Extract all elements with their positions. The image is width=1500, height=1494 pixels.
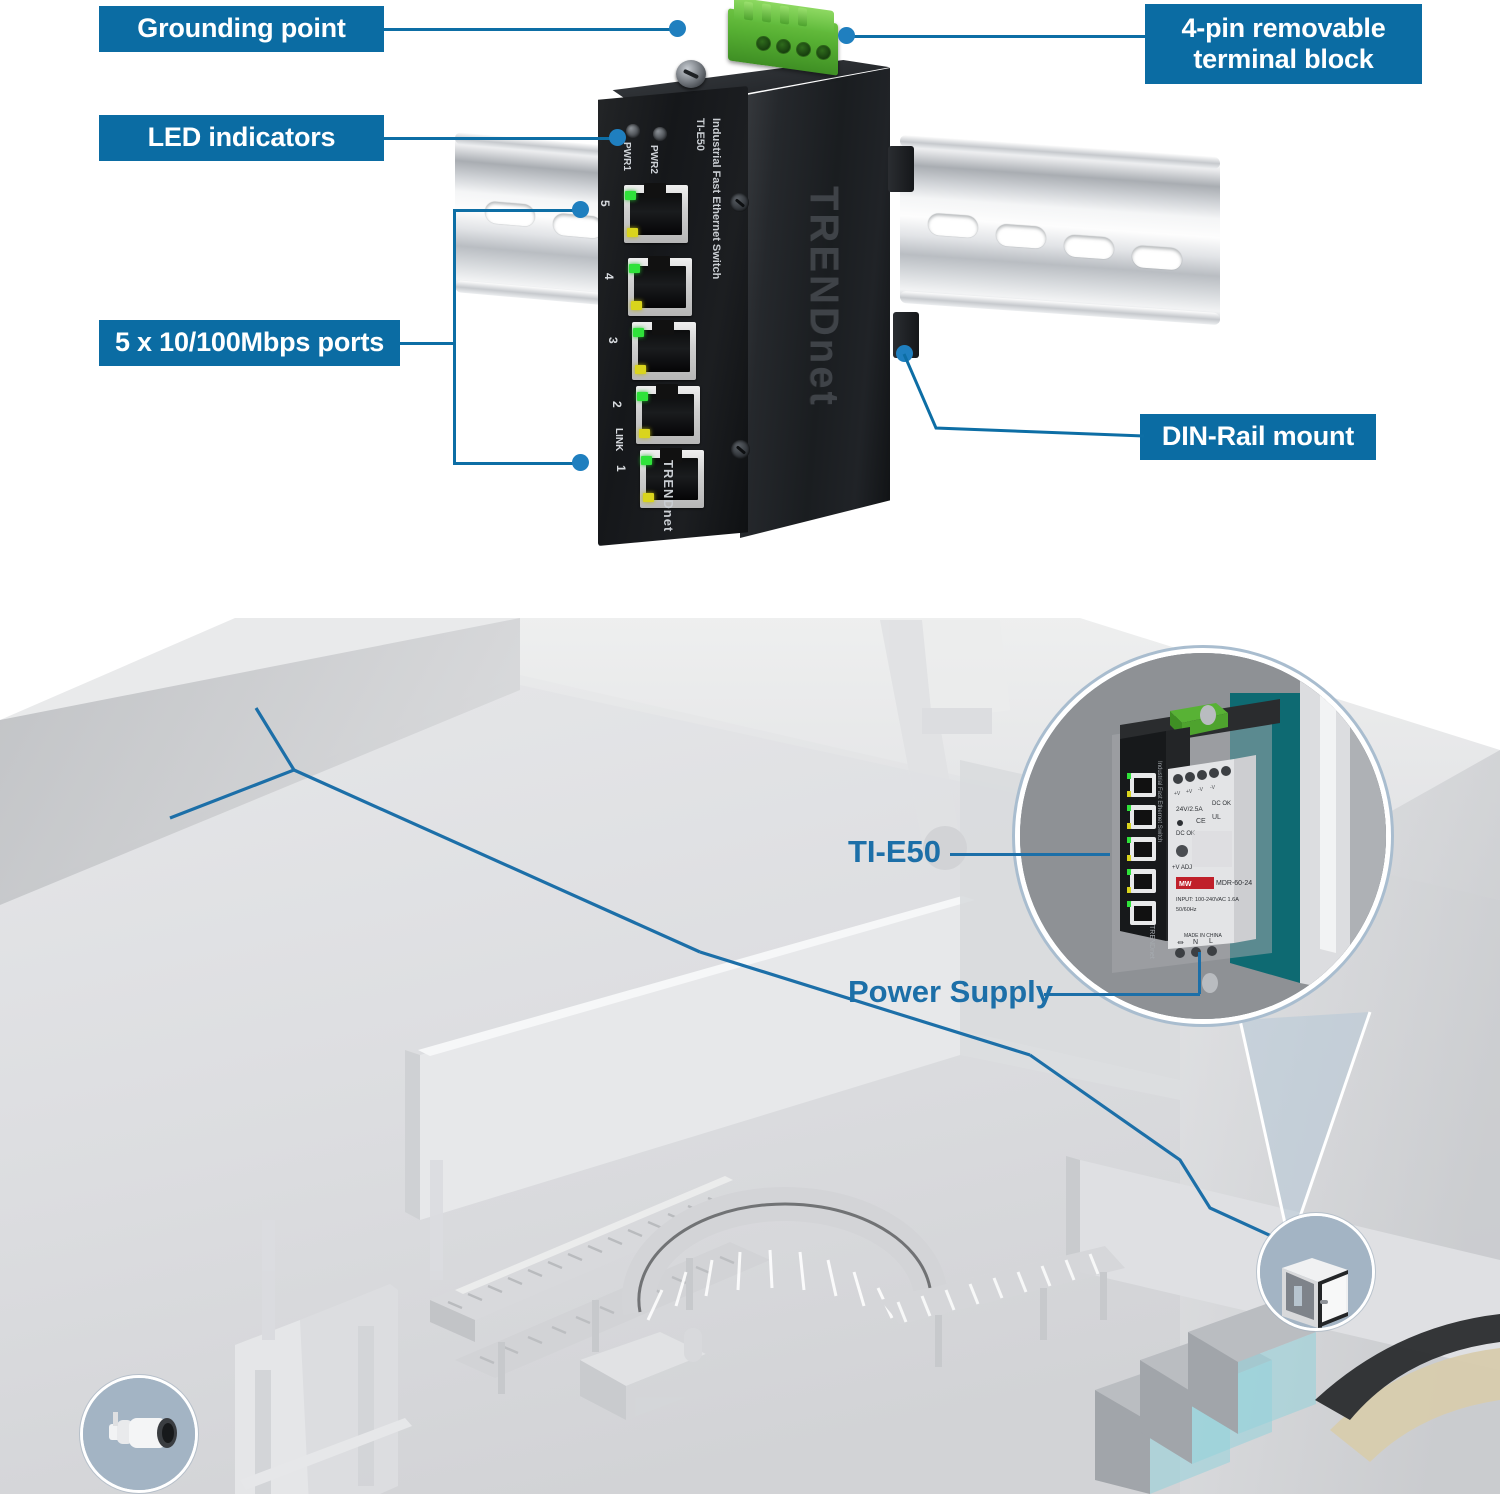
port-5-number: 5 xyxy=(598,200,612,207)
grounding-screw xyxy=(676,60,706,88)
svg-text:MADE IN CHINA: MADE IN CHINA xyxy=(1184,933,1222,939)
svg-text:+V ADJ: +V ADJ xyxy=(1172,865,1192,871)
svg-text:⏛: ⏛ xyxy=(1177,940,1184,947)
port-1-number: 1 xyxy=(614,465,628,472)
port-2-led-act xyxy=(639,429,650,438)
terminal-fin-3 xyxy=(780,5,789,25)
svg-text:+V: +V xyxy=(1174,791,1181,797)
leader-dot-ports-upper xyxy=(572,201,589,218)
leader-dot-terminal-block xyxy=(838,27,855,44)
leader-ports-upper xyxy=(453,209,579,212)
svg-text:UL: UL xyxy=(1212,814,1221,821)
port-2-number: 2 xyxy=(610,401,624,408)
callout-terminal-block-line2: terminal block xyxy=(1193,44,1374,74)
switch-side-panel xyxy=(740,68,890,538)
switch-side-label-name: Industrial Fast Ethernet Switch xyxy=(710,118,722,280)
callout-ports[interactable]: 5 x 10/100Mbps ports xyxy=(99,320,400,366)
terminal-fin-2 xyxy=(762,3,771,23)
port-4-number: 4 xyxy=(602,273,616,280)
terminal-screw-3 xyxy=(796,42,811,57)
callout-terminal-block[interactable]: 4-pin removable terminal block xyxy=(1145,4,1422,84)
svg-text:DC OK: DC OK xyxy=(1212,801,1231,807)
leader-grounding-point xyxy=(384,28,676,31)
port-4-led-link xyxy=(629,264,640,273)
svg-text:Industrial Fast Ethernet Switc: Industrial Fast Ethernet Switch xyxy=(1156,761,1162,842)
svg-text:DC OK: DC OK xyxy=(1176,831,1195,837)
leader-led-indicators xyxy=(384,137,616,140)
svg-text:CE: CE xyxy=(1196,818,1206,825)
switch-front-brand: TRENDnet xyxy=(661,460,676,533)
leader-din-rail-path xyxy=(902,353,1145,438)
leader-dot-ports-lower xyxy=(572,454,589,471)
switch-side-label-model: TI-E50 xyxy=(694,118,706,152)
callout-led-indicators[interactable]: LED indicators xyxy=(99,115,384,161)
status-led-pwr1 xyxy=(626,124,640,138)
port-link-label: LINK xyxy=(613,428,624,452)
svg-text:N: N xyxy=(1193,939,1198,946)
leader-dot-led-indicators xyxy=(609,129,626,146)
case-screw-bottom xyxy=(731,440,750,459)
port-1-led-link xyxy=(641,456,652,465)
warehouse-scene: PoE Camera PoE Injector xyxy=(0,600,1500,1494)
port-5-led-act xyxy=(627,228,638,237)
svg-text:+V: +V xyxy=(1186,789,1193,795)
leader-power-supply xyxy=(1044,993,1200,996)
leader-dot-din-rail xyxy=(896,345,913,362)
leader-terminal-block xyxy=(845,35,1145,38)
port-5-led-link xyxy=(625,191,636,200)
leader-ports-stub xyxy=(400,342,455,345)
port-4-led-act xyxy=(631,301,642,310)
svg-text:MW: MW xyxy=(1179,881,1192,888)
magnifier-cone xyxy=(1240,1012,1370,1246)
svg-text:MDR-60-24: MDR-60-24 xyxy=(1216,880,1252,887)
status-led-label-pwr1: PWR1 xyxy=(621,142,632,171)
switch-psu-inset: Industrial Fast Ethernet Switch TRENDnet… xyxy=(1015,648,1391,1024)
callout-din-rail-mount[interactable]: DIN-Rail mount xyxy=(1140,414,1376,460)
poe-camera-inset xyxy=(80,1375,198,1493)
terminal-fin-4 xyxy=(798,7,807,27)
cable-injector-to-switch xyxy=(699,950,1031,1057)
callout-grounding-point[interactable]: Grounding point xyxy=(99,6,384,52)
svg-text:L: L xyxy=(1209,938,1213,945)
status-led-pwr2 xyxy=(653,127,667,141)
port-1-led-act xyxy=(643,493,654,502)
din-clip-top xyxy=(888,146,914,192)
port-3-number: 3 xyxy=(606,337,620,344)
leader-ports-bracket xyxy=(453,210,456,464)
product-callout-section: TRENDnet PWR1 PWR2 Industrial Fast Ether… xyxy=(0,0,1500,600)
cable-backbone xyxy=(293,768,701,954)
leader-power-supply-riser xyxy=(1198,952,1201,994)
terminal-screw-2 xyxy=(776,39,791,54)
label-power-supply: Power Supply xyxy=(848,974,1053,1009)
electrical-cabinet-inset xyxy=(1257,1213,1375,1331)
port-3-led-link xyxy=(633,328,644,337)
terminal-fin-1 xyxy=(744,1,753,21)
terminal-screw-4 xyxy=(816,45,831,60)
svg-text:-V: -V xyxy=(1210,785,1216,791)
callout-terminal-block-line1: 4-pin removable xyxy=(1181,12,1386,43)
port-2-led-link xyxy=(637,392,648,401)
svg-text:INPUT: 100-240VAC 1.6A: INPUT: 100-240VAC 1.6A xyxy=(1176,897,1239,903)
svg-text:24V/2.5A: 24V/2.5A xyxy=(1176,806,1203,813)
leader-dot-grounding-point xyxy=(669,20,686,37)
svg-text:TRENDnet: TRENDnet xyxy=(1148,925,1155,959)
case-screw-top xyxy=(730,193,749,212)
svg-text:-V: -V xyxy=(1198,787,1204,793)
switch-brand-trendnet: TRENDnet xyxy=(802,186,846,408)
cable-to-cabinet xyxy=(1029,1053,1281,1242)
terminal-screw-1 xyxy=(756,36,771,51)
label-switch-model: TI-E50 xyxy=(848,834,942,869)
leader-switch-model xyxy=(950,853,1110,856)
leader-ports-lower xyxy=(453,462,579,465)
svg-text:50/60Hz: 50/60Hz xyxy=(1176,907,1197,913)
din-rail-right-slots xyxy=(900,139,1220,321)
port-3-led-act xyxy=(635,365,646,374)
status-led-label-pwr2: PWR2 xyxy=(648,145,659,174)
